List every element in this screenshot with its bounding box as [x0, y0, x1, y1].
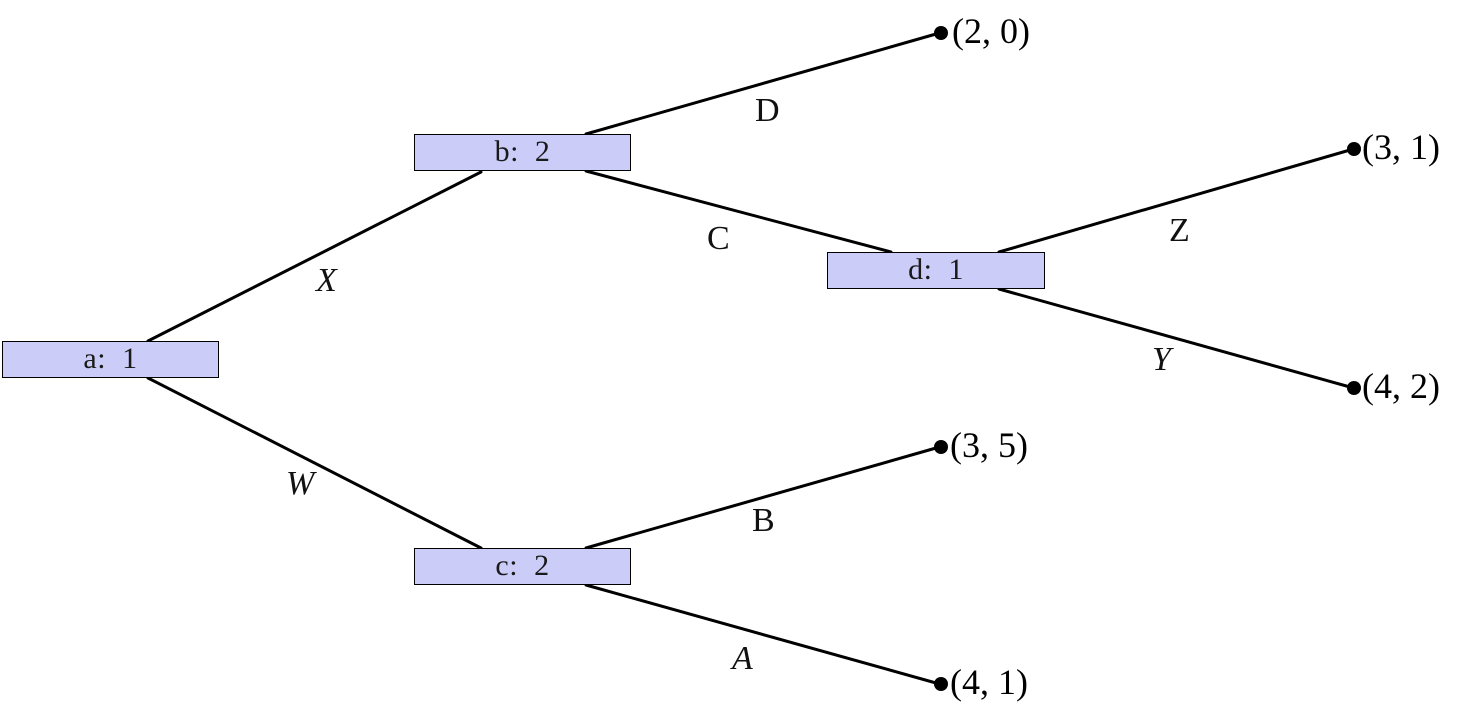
edge-lines-group	[146, 32, 1352, 685]
decision-node-label-c: c: 2	[495, 548, 550, 582]
decision-node-label-d: d: 1	[908, 252, 964, 286]
tree-edge-e-c-t5	[584, 583, 938, 685]
decision-node-d[interactable]: d: 1	[827, 252, 1045, 289]
edge-action-label-y: Y	[1152, 341, 1171, 378]
terminal-dots-group	[934, 26, 1361, 691]
tree-edge-e-a-b	[146, 170, 483, 343]
decision-node-a[interactable]: a: 1	[2, 341, 219, 378]
terminal-payoff-t5: (4, 1)	[950, 662, 1028, 702]
decision-node-label-a: a: 1	[83, 341, 138, 375]
terminal-payoff-t4: (3, 5)	[950, 425, 1028, 465]
terminal-node-dot-t4	[934, 440, 948, 454]
edge-action-label-x: X	[316, 262, 337, 299]
tree-edge-e-d-t2	[997, 148, 1352, 254]
tree-edge-e-d-t3	[997, 287, 1352, 389]
terminal-payoff-t1: (2, 0)	[952, 11, 1030, 51]
edge-action-label-w: W	[286, 465, 315, 502]
tree-edge-e-a-c	[146, 376, 483, 550]
edge-action-label-c: C	[707, 220, 730, 257]
tree-edge-e-b-d	[584, 169, 893, 254]
edge-action-label-a: A	[732, 640, 753, 677]
edge-action-label-b: B	[752, 502, 775, 539]
terminal-payoff-t3: (4, 2)	[1362, 366, 1440, 406]
decision-node-b[interactable]: b: 2	[414, 134, 631, 171]
edge-action-label-z: Z	[1169, 212, 1190, 249]
terminal-payoff-t2: (3, 1)	[1362, 127, 1440, 167]
terminal-node-dot-t5	[934, 677, 948, 691]
terminal-node-dot-t2	[1347, 142, 1361, 156]
terminal-node-dot-t1	[934, 26, 948, 40]
decision-node-c[interactable]: c: 2	[414, 548, 631, 585]
edge-action-label-d: D	[755, 92, 780, 129]
tree-edge-e-b-t1	[584, 32, 938, 136]
terminal-node-dot-t3	[1347, 381, 1361, 395]
tree-edge-e-c-t4	[584, 446, 938, 550]
decision-node-label-b: b: 2	[494, 134, 551, 168]
